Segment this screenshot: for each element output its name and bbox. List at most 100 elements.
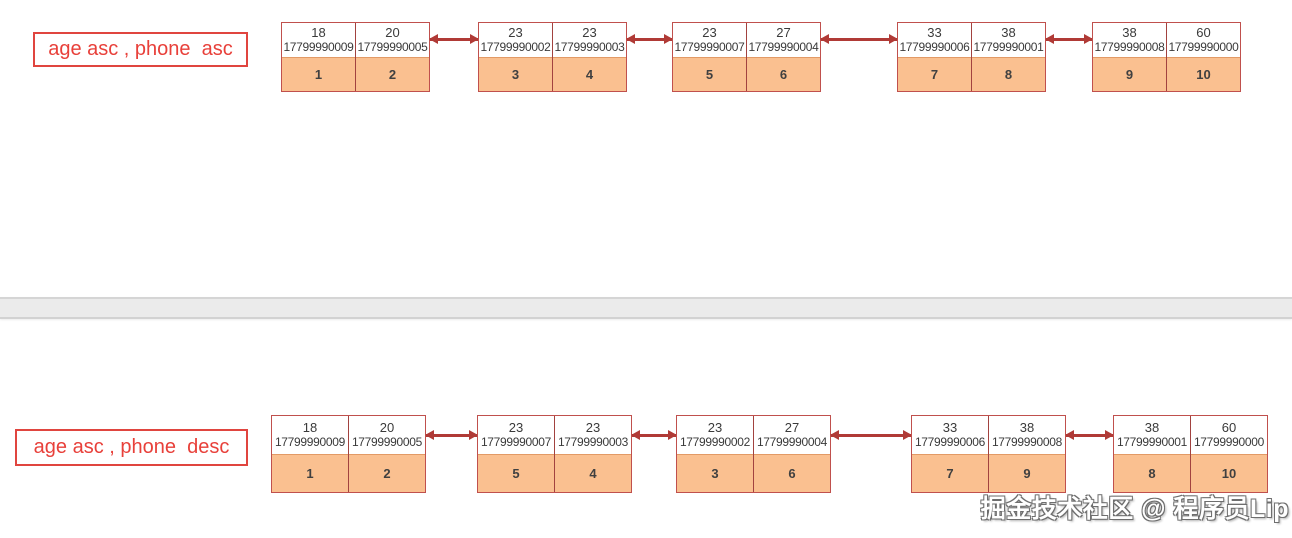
age-value: 38 — [1122, 25, 1137, 40]
key-section: 38 17799990001 — [972, 23, 1045, 58]
diagram-label: age asc , phone desc — [15, 429, 248, 466]
age-value: 18 — [311, 25, 326, 40]
phone-value: 17799990008 — [1094, 40, 1165, 54]
record-id: 8 — [972, 58, 1045, 91]
index-cell: 20 17799990005 2 — [348, 416, 425, 492]
bidirectional-arrow — [626, 34, 673, 44]
index-node: 38 17799990001 8 60 17799990000 10 — [1113, 415, 1268, 493]
index-cell: 23 17799990002 3 — [677, 416, 753, 492]
index-cell: 33 17799990006 7 — [898, 23, 971, 91]
phone-value: 17799990004 — [748, 40, 819, 54]
record-id: 9 — [989, 455, 1065, 492]
index-cell: 23 17799990007 5 — [478, 416, 554, 492]
key-section: 20 17799990005 — [349, 416, 425, 455]
age-value: 23 — [585, 420, 601, 435]
key-section: 23 17799990003 — [555, 416, 631, 455]
age-value: 33 — [942, 420, 958, 435]
phone-value: 17799990001 — [1116, 435, 1188, 449]
record-id: 10 — [1167, 58, 1240, 91]
bidirectional-arrow — [830, 430, 912, 440]
index-cell: 18 17799990009 1 — [282, 23, 355, 91]
key-section: 38 17799990001 — [1114, 416, 1190, 455]
index-cell: 23 17799990002 3 — [479, 23, 552, 91]
index-node: 23 17799990002 3 23 17799990003 4 — [478, 22, 627, 92]
age-value: 27 — [776, 25, 791, 40]
age-value: 38 — [1144, 420, 1160, 435]
phone-value: 17799990002 — [679, 435, 751, 449]
key-section: 23 17799990002 — [479, 23, 552, 58]
record-id: 5 — [478, 455, 554, 492]
record-id: 10 — [1191, 455, 1267, 492]
record-id: 3 — [677, 455, 753, 492]
age-value: 33 — [927, 25, 942, 40]
age-value: 18 — [302, 420, 318, 435]
index-cell: 38 17799990008 9 — [988, 416, 1065, 492]
record-id: 3 — [479, 58, 552, 91]
index-cell: 60 17799990000 10 — [1166, 23, 1240, 91]
phone-value: 17799990007 — [480, 435, 552, 449]
record-id: 7 — [898, 58, 971, 91]
phone-value: 17799990003 — [557, 435, 629, 449]
phone-value: 17799990005 — [357, 40, 428, 54]
index-cell: 27 17799990004 6 — [746, 23, 820, 91]
record-id: 2 — [356, 58, 429, 91]
age-value: 38 — [1019, 420, 1035, 435]
phone-value: 17799990000 — [1168, 40, 1239, 54]
phone-value: 17799990005 — [351, 435, 423, 449]
index-cell: 38 17799990008 9 — [1093, 23, 1166, 91]
phone-value: 17799990006 — [899, 40, 970, 54]
key-section: 27 17799990004 — [747, 23, 820, 58]
key-section: 33 17799990006 — [898, 23, 971, 58]
phone-value: 17799990009 — [274, 435, 346, 449]
key-section: 38 17799990008 — [989, 416, 1065, 455]
age-value: 60 — [1221, 420, 1237, 435]
key-section: 23 17799990007 — [478, 416, 554, 455]
age-value: 23 — [702, 25, 717, 40]
key-section: 18 17799990009 — [282, 23, 355, 58]
index-cell: 33 17799990006 7 — [912, 416, 988, 492]
index-cell: 60 17799990000 10 — [1190, 416, 1267, 492]
record-id: 1 — [282, 58, 355, 91]
index-cell: 23 17799990003 4 — [552, 23, 626, 91]
age-value: 38 — [1001, 25, 1016, 40]
key-section: 23 17799990003 — [553, 23, 626, 58]
age-value: 23 — [582, 25, 597, 40]
record-id: 8 — [1114, 455, 1190, 492]
index-node: 23 17799990007 5 27 17799990004 6 — [672, 22, 821, 92]
index-cell: 20 17799990005 2 — [355, 23, 429, 91]
record-id: 6 — [747, 58, 820, 91]
index-node: 38 17799990008 9 60 17799990000 10 — [1092, 22, 1241, 92]
index-cell: 18 17799990009 1 — [272, 416, 348, 492]
index-node: 18 17799990009 1 20 17799990005 2 — [271, 415, 426, 493]
age-value: 27 — [784, 420, 800, 435]
age-value: 20 — [379, 420, 395, 435]
index-cell: 23 17799990007 5 — [673, 23, 746, 91]
phone-value: 17799990008 — [991, 435, 1063, 449]
record-id: 7 — [912, 455, 988, 492]
index-cell: 38 17799990001 8 — [1114, 416, 1190, 492]
record-id: 2 — [349, 455, 425, 492]
record-id: 4 — [553, 58, 626, 91]
record-id: 4 — [555, 455, 631, 492]
bidirectional-arrow — [429, 34, 479, 44]
record-id: 1 — [272, 455, 348, 492]
age-value: 23 — [707, 420, 723, 435]
bidirectional-arrow — [820, 34, 898, 44]
key-section: 27 17799990004 — [754, 416, 830, 455]
phone-value: 17799990003 — [554, 40, 625, 54]
key-section: 20 17799990005 — [356, 23, 429, 58]
key-section: 23 17799990007 — [673, 23, 746, 58]
phone-value: 17799990007 — [674, 40, 745, 54]
key-section: 60 17799990000 — [1167, 23, 1240, 58]
phone-value: 17799990002 — [480, 40, 551, 54]
bidirectional-arrow — [1045, 34, 1093, 44]
index-cell: 38 17799990001 8 — [971, 23, 1045, 91]
bidirectional-arrow — [425, 430, 478, 440]
index-cell: 23 17799990003 4 — [554, 416, 631, 492]
phone-value: 17799990004 — [756, 435, 828, 449]
age-value: 60 — [1196, 25, 1211, 40]
index-node: 33 17799990006 7 38 17799990008 9 — [911, 415, 1066, 493]
phone-value: 17799990006 — [914, 435, 986, 449]
phone-value: 17799990001 — [973, 40, 1044, 54]
